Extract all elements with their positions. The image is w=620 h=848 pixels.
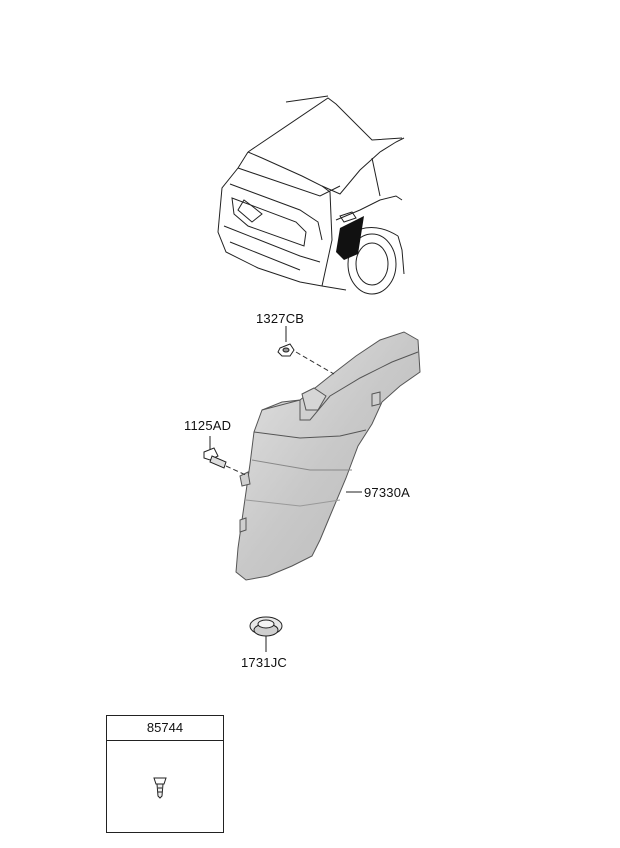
legend-box: 85744 — [106, 715, 224, 833]
part-code-trim: 97330A — [364, 485, 411, 500]
bolt-fastener — [203, 436, 227, 469]
nut-fastener — [277, 326, 295, 357]
part-code-bolt: 1125AD — [184, 418, 232, 433]
clip-icon — [153, 777, 167, 799]
trim-panel — [235, 331, 421, 581]
bolt-leader-line — [225, 465, 249, 477]
part-code-nut: 1327CB — [256, 311, 305, 326]
part-code-plug: 1731JC — [241, 655, 288, 670]
legend-part-code: 85744 — [107, 716, 223, 741]
highlighted-area-marker — [336, 216, 364, 260]
nut-leader-line — [295, 351, 335, 375]
vehicle-illustration — [217, 95, 405, 295]
plug-grommet — [249, 616, 283, 652]
